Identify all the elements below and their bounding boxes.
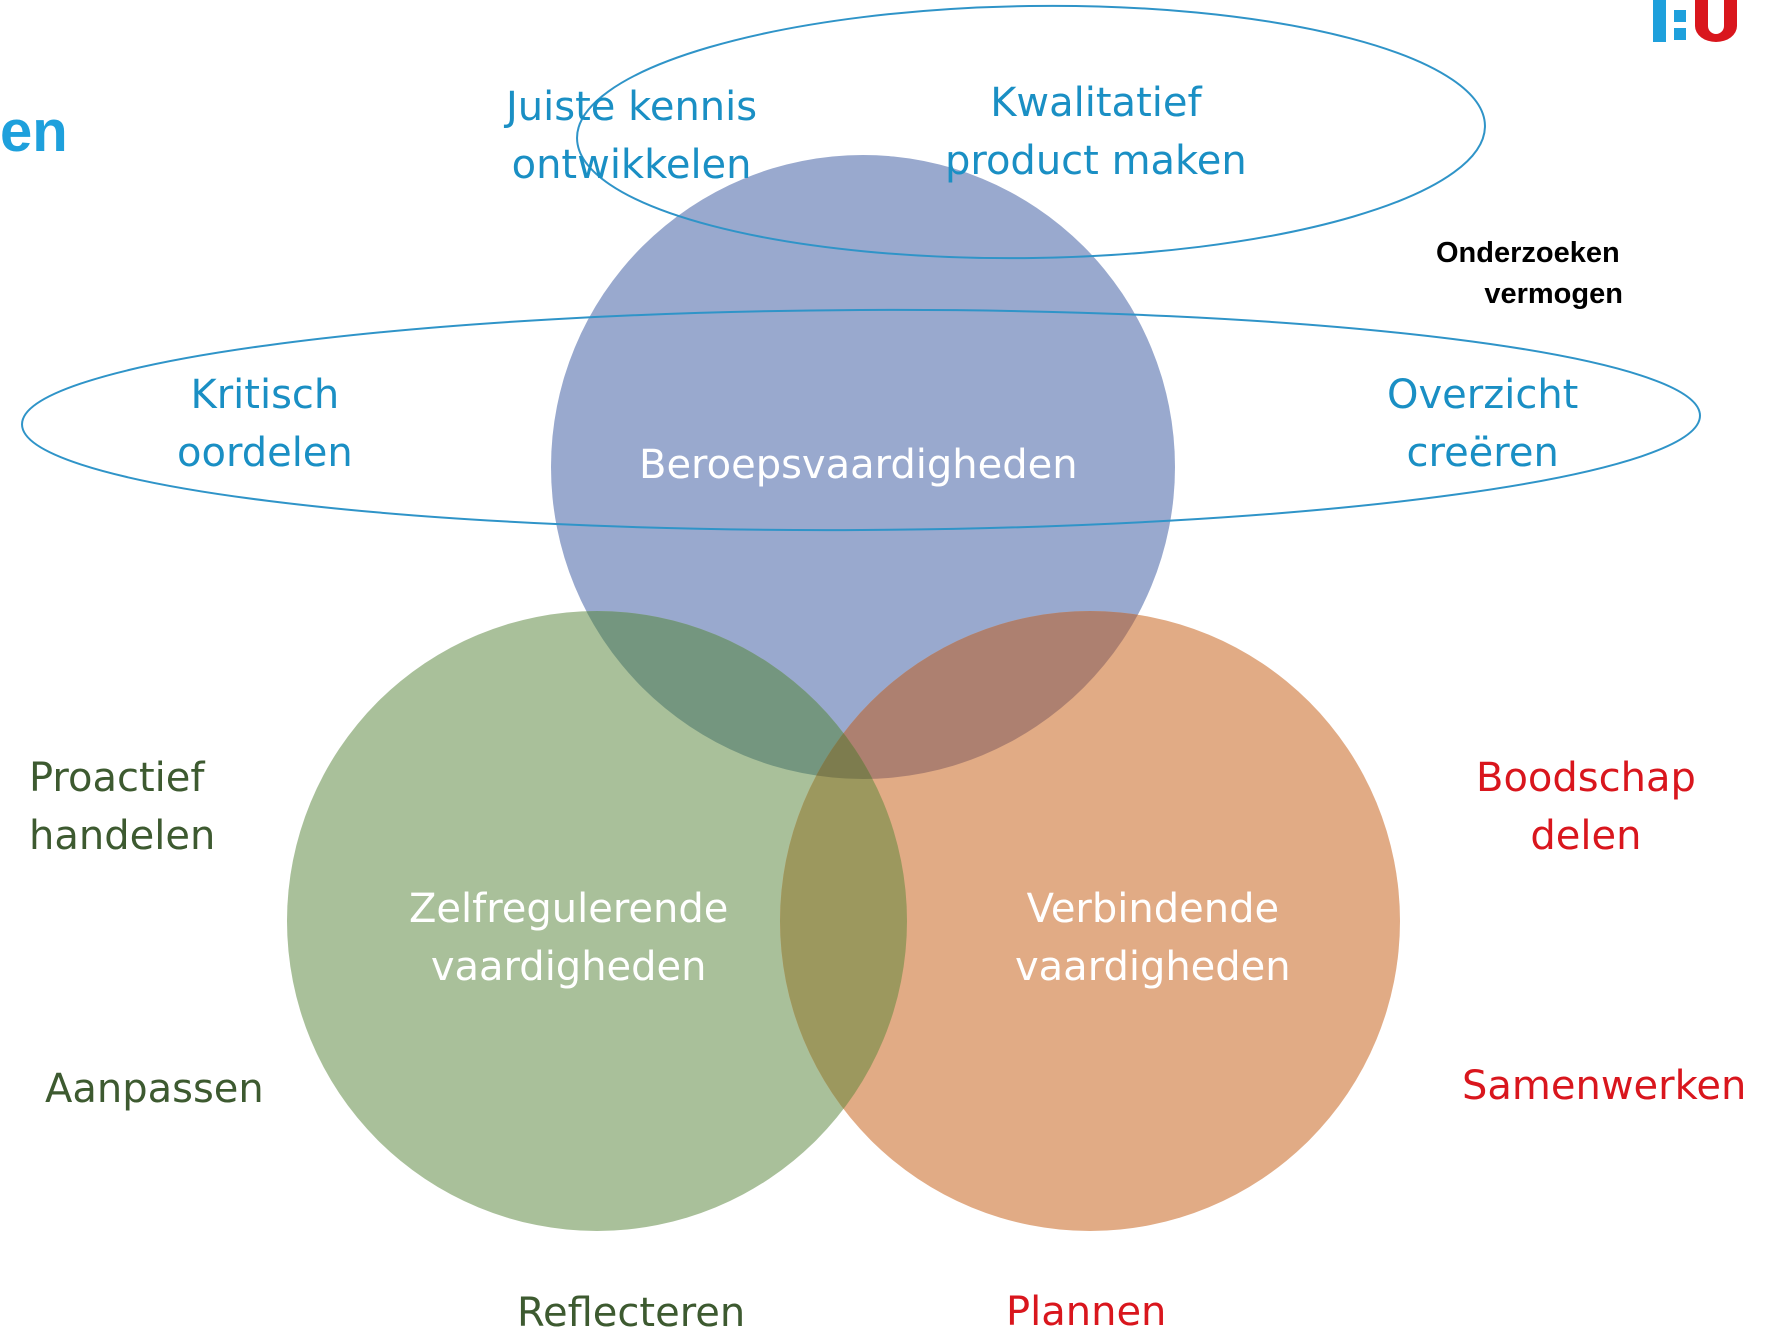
label-proactief-handelen: Proactief handelen <box>29 755 216 859</box>
label-zelfregulerende-vaardigheden: Zelfregulerende vaardigheden <box>409 886 729 990</box>
logo-dot <box>1674 28 1686 40</box>
label-overzicht-creeren: Overzicht creëren <box>1387 372 1579 476</box>
label-kwalitatief-product: Kwalitatief product maken <box>945 80 1247 184</box>
ellipse-middle <box>21 308 1701 532</box>
label-reflecteren: Reflecteren <box>517 1290 746 1336</box>
label-onderzoeken-vermogen: Onderzoeken vermogen <box>1436 237 1623 310</box>
label-boodschap-delen: Boodschap delen <box>1476 755 1696 859</box>
label-beroepsvaardigheden: Beroepsvaardigheden <box>639 442 1078 488</box>
label-juiste-kennis: Juiste kennis ontwikkelen <box>506 84 758 188</box>
logo-u <box>1695 0 1737 42</box>
logo-dot <box>1674 10 1686 22</box>
label-kritisch-oordelen: Kritisch oordelen <box>177 372 353 476</box>
label-verbindende-vaardigheden: Verbindende vaardigheden <box>1015 886 1291 990</box>
overlap-blue-orange <box>780 611 1175 779</box>
label-aanpassen: Aanpassen <box>45 1066 264 1112</box>
label-samenwerken: Samenwerken <box>1462 1063 1747 1109</box>
logo-bar <box>1653 0 1666 42</box>
circle-zelfregulerend <box>287 611 907 1231</box>
page-title-fragment: en <box>0 99 68 164</box>
hu-logo <box>1653 0 1737 42</box>
label-plannen: Plannen <box>1006 1289 1167 1335</box>
ellipse-top <box>576 4 1486 260</box>
